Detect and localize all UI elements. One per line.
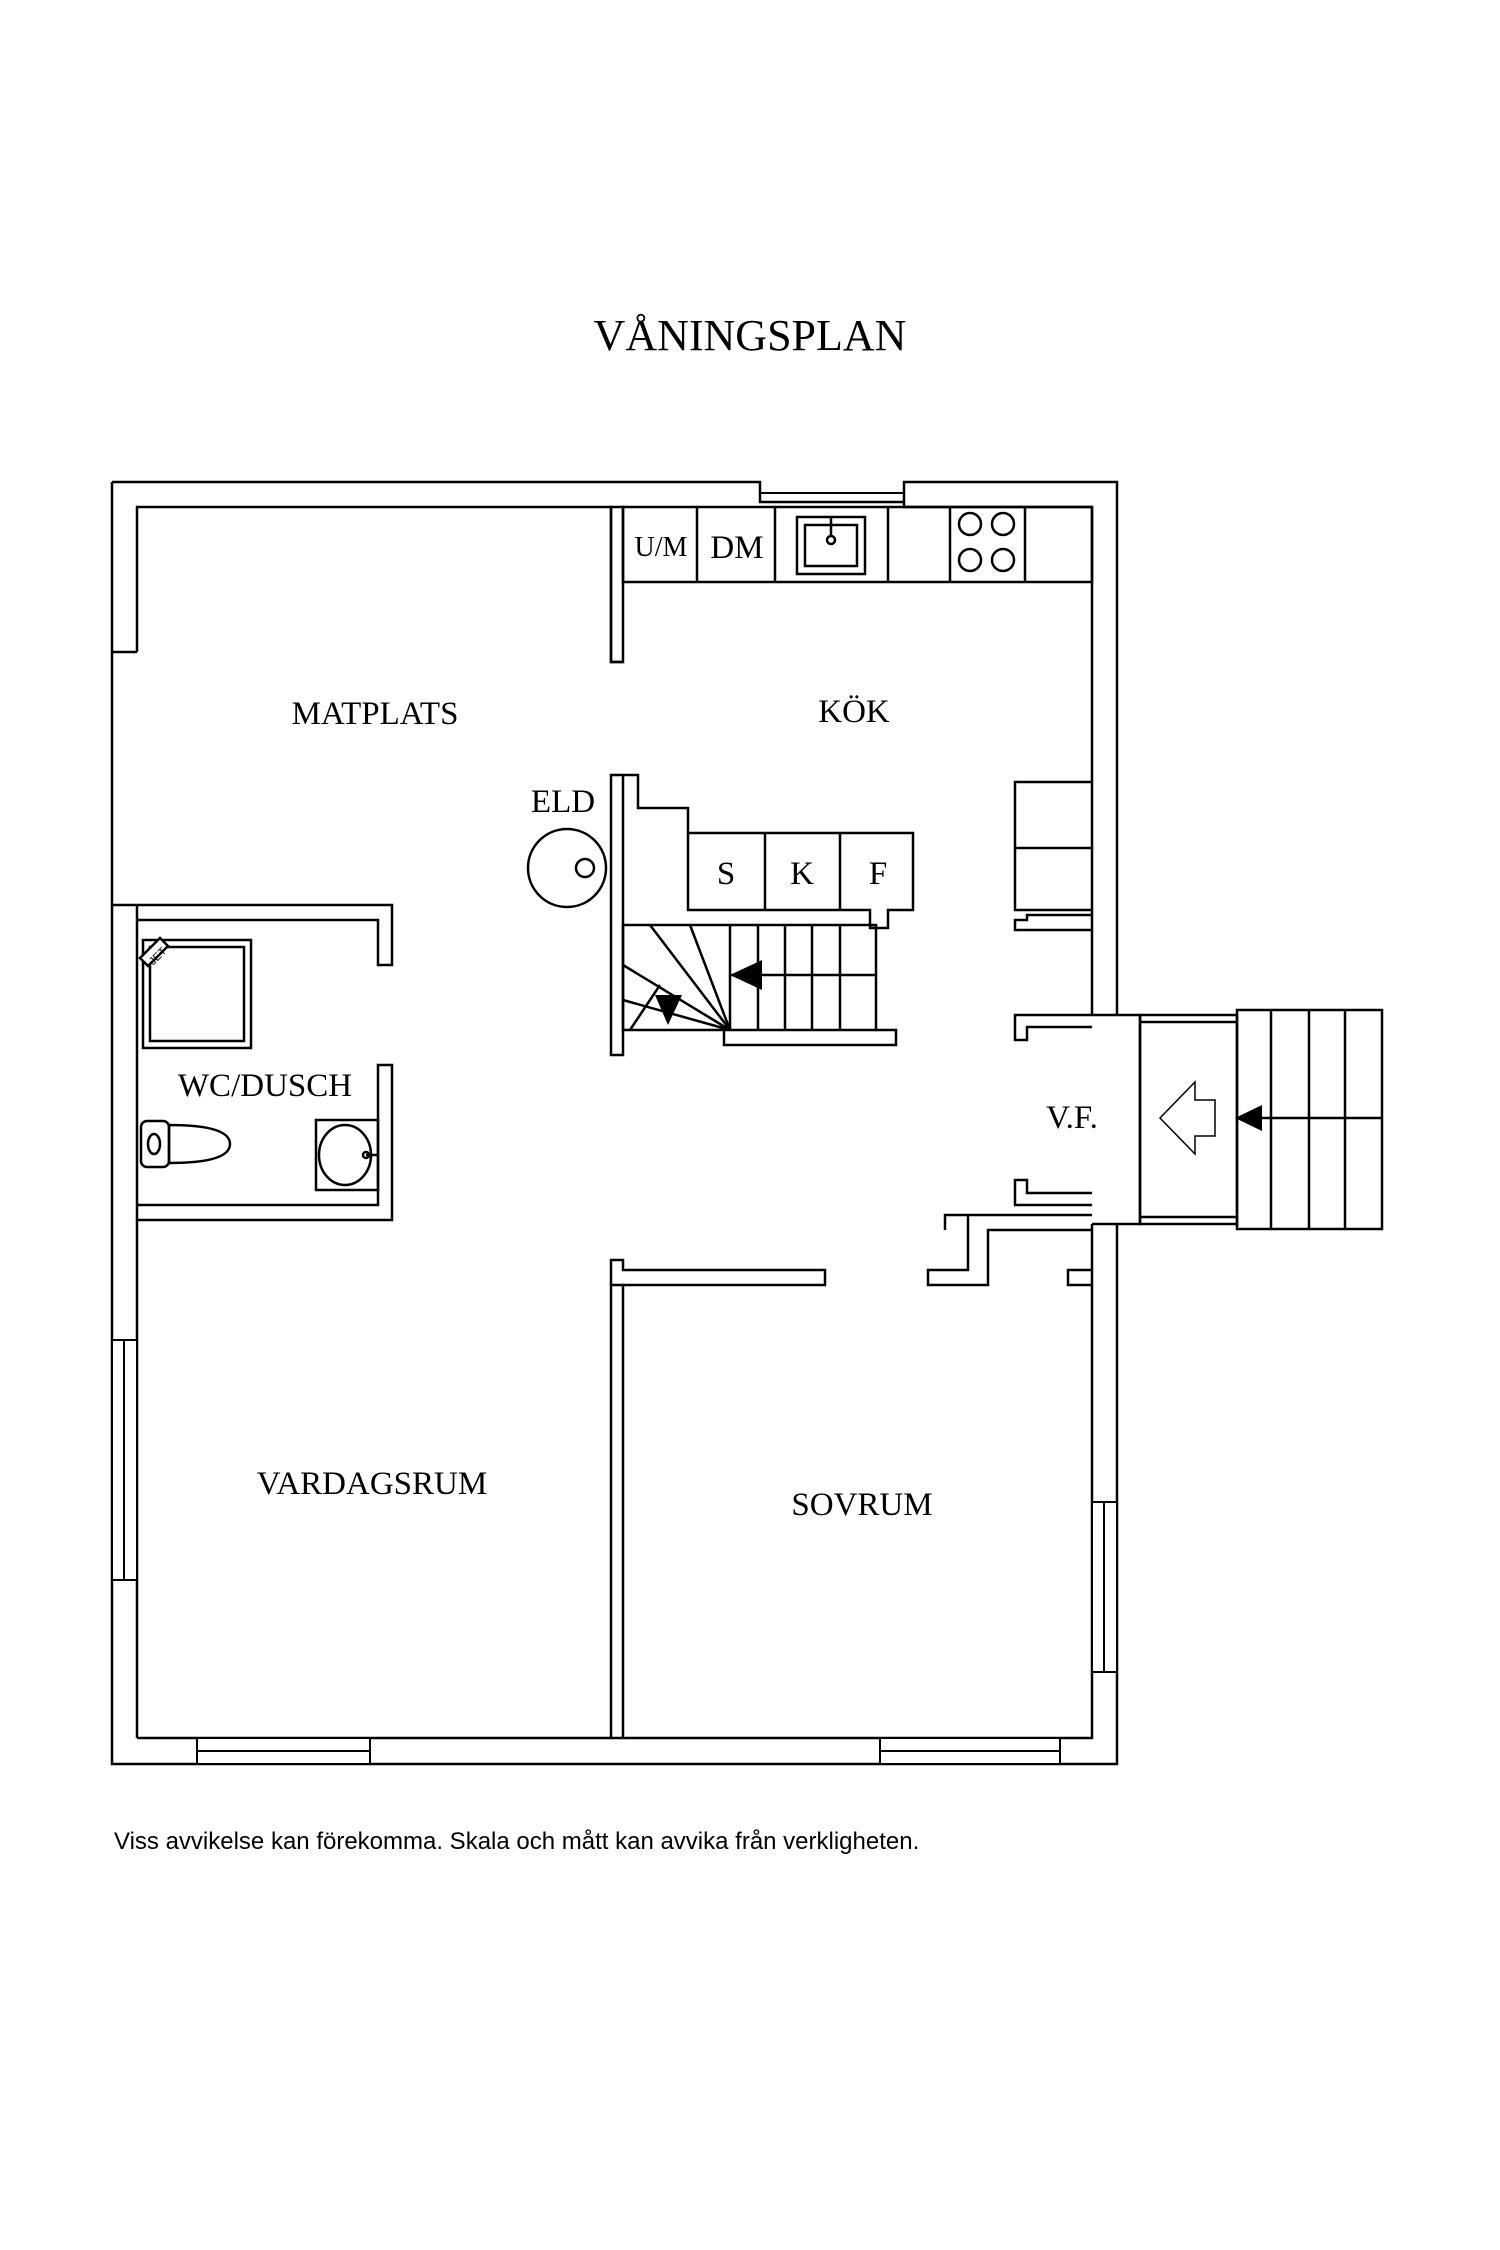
closet-label-f: F xyxy=(869,856,887,892)
exterior-walls xyxy=(110,480,1119,1766)
washbasin-icon xyxy=(314,1118,380,1192)
room-label-vardagsrum: VARDAGSRUM xyxy=(257,1466,487,1502)
kitchen-sink-icon xyxy=(795,515,867,576)
room-label-vf: V.F. xyxy=(1046,1100,1098,1136)
page-title: VÅNINGSPLAN xyxy=(594,311,907,360)
room-label-sovrum: SOVRUM xyxy=(791,1487,932,1523)
fireplace-icon xyxy=(526,827,608,909)
entry-porch xyxy=(1117,1008,1384,1231)
toilet-icon xyxy=(139,1119,232,1169)
entry-stairs-arrow xyxy=(1235,1105,1262,1131)
shower-icon: JET xyxy=(138,936,253,1050)
closets xyxy=(623,773,915,930)
room-label-wc-dusch: WC/DUSCH xyxy=(178,1068,352,1104)
room-label-kok: KÖK xyxy=(818,694,890,730)
windows xyxy=(111,492,1118,1765)
stove-icon xyxy=(957,511,1016,573)
kitchen-unit-um: U/M xyxy=(635,532,688,563)
disclaimer: Viss avvikelse kan förekomma. Skala och … xyxy=(114,1828,920,1855)
stairs-up-arrow xyxy=(730,960,762,990)
interior-walls xyxy=(135,505,1092,1738)
closet-label-s: S xyxy=(717,856,735,892)
closet-label-k: K xyxy=(790,856,814,892)
room-label-matplats: MATPLATS xyxy=(292,696,459,732)
kitchen-unit-dm: DM xyxy=(710,530,763,566)
kitchen-counter xyxy=(621,505,1094,584)
kitchen-tall-cabinets xyxy=(1013,780,1092,912)
room-label-eld: ELD xyxy=(531,784,595,820)
stairs-down-arrow xyxy=(655,995,682,1025)
entry-arrow-icon xyxy=(1158,1080,1216,1156)
